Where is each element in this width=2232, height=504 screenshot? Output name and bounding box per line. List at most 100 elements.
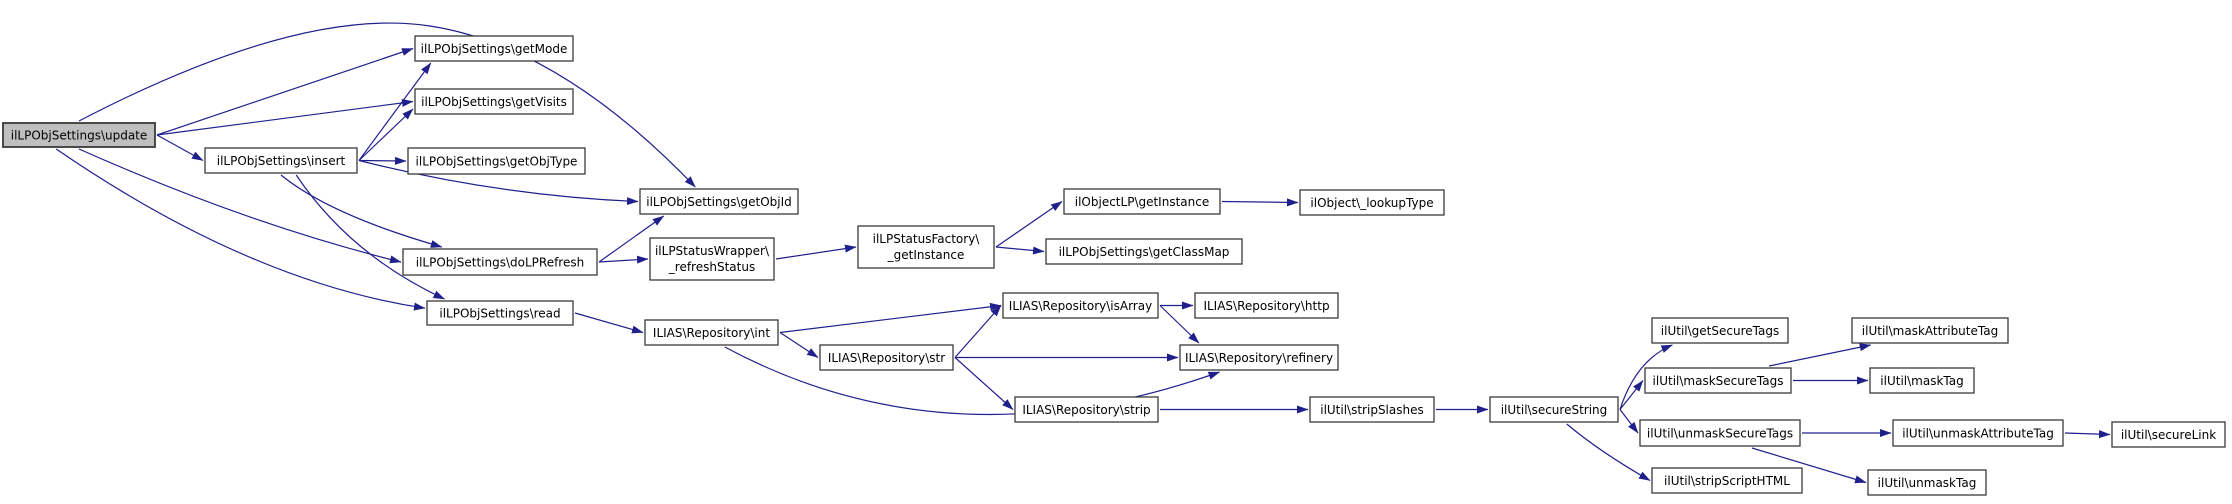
graph-edge-update-get_visits	[156, 98, 414, 136]
graph-node-repo_str[interactable]: ILIAS\Repository\str	[819, 344, 954, 371]
graph-node-box	[1489, 396, 1619, 423]
graph-node-label: ilUtil\unmaskSecureTags	[1647, 427, 1793, 441]
graph-node-update[interactable]: ilLPObjSettings\update	[2, 122, 156, 148]
graph-node-label: ilUtil\unmaskTag	[1878, 476, 1977, 490]
graph-node-box	[1014, 396, 1159, 423]
graph-node-label: ilUtil\unmaskAttributeTag	[1902, 427, 2054, 441]
graph-node-get_visits[interactable]: ilLPObjSettings\getVisits	[414, 88, 574, 115]
graph-node-label: ilLPObjSettings\getClassMap	[1059, 245, 1230, 259]
graph-node-label-line: ilLPStatusWrapper\	[655, 244, 770, 258]
graph-node-box	[204, 147, 358, 174]
graph-edge-factory_get_instance-get_class_map	[995, 246, 1045, 255]
graph-edge-update-do_lp_refresh	[78, 148, 402, 264]
graph-edge-update-insert	[156, 134, 204, 162]
graph-node-box	[1644, 367, 1792, 394]
graph-edge-repo_int-repo_refinery	[724, 346, 1220, 416]
graph-node-repo_http[interactable]: ILIAS\Repository\http	[1194, 292, 1339, 319]
graph-node-label: ilLPObjSettings\doLPRefresh	[416, 256, 584, 270]
graph-node-box	[426, 300, 574, 326]
graph-node-box	[1651, 467, 1803, 494]
graph-edge-unmask_secure_tags-unmask_tag	[1751, 447, 1867, 484]
graph-node-label: ILIAS\Repository\http	[1203, 299, 1329, 313]
graph-node-label: ilObject\_lookupType	[1310, 196, 1433, 210]
graph-node-label: ILIAS\Repository\int	[653, 326, 770, 340]
graph-node-box	[407, 147, 586, 175]
graph-node-box	[1851, 317, 2009, 344]
graph-edge-insert-do_lp_refresh	[280, 174, 443, 248]
graph-node-unmask_attribute_tag[interactable]: ilUtil\unmaskAttributeTag	[1892, 419, 2064, 447]
graph-node-do_lp_refresh[interactable]: ilLPObjSettings\doLPRefresh	[402, 248, 598, 276]
graph-node-read[interactable]: ilLPObjSettings\read	[426, 300, 574, 326]
graph-node-get_mode[interactable]: ilLPObjSettings\getMode	[414, 35, 574, 62]
graph-node-box	[1179, 344, 1339, 371]
graph-node-objectlp_get_instance[interactable]: ilObjectLP\getInstance	[1063, 188, 1221, 215]
graph-node-unmask_tag[interactable]: ilUtil\unmaskTag	[1867, 469, 1987, 496]
graph-node-label: ilLPObjSettings\getVisits	[421, 95, 567, 109]
graph-node-box	[819, 344, 954, 371]
graph-node-label: ilLPObjSettings\getObjType	[416, 155, 578, 169]
graph-edge-secure_string-get_secure_tags	[1619, 344, 1673, 410]
graph-node-label-line: ilLPStatusFactory\	[873, 232, 981, 246]
graph-node-label: ilLPObjSettings\update	[11, 129, 148, 143]
graph-edge-read-repo_int	[574, 312, 644, 334]
graph-edge-secure_string-mask_secure_tags	[1619, 380, 1644, 410]
graph-node-label-line: _refreshStatus	[668, 260, 755, 274]
graph-edge-repo_str-repo_strip	[954, 357, 1014, 410]
graph-node-label: ilUtil\stripSlashes	[1320, 403, 1424, 417]
graph-node-secure_string[interactable]: ilUtil\secureString	[1489, 396, 1619, 423]
graph-node-label-line: _getInstance	[887, 248, 965, 262]
graph-node-get_secure_tags[interactable]: ilUtil\getSecureTags	[1651, 317, 1789, 344]
graph-node-label: ilUtil\stripScriptHTML	[1664, 474, 1790, 488]
graph-node-box	[1639, 419, 1801, 447]
graph-node-mask_secure_tags[interactable]: ilUtil\maskSecureTags	[1644, 367, 1792, 394]
graph-node-label: ILIAS\Repository\isArray	[1009, 299, 1152, 313]
graph-node-repo_refinery[interactable]: ILIAS\Repository\refinery	[1179, 344, 1339, 371]
graph-node-insert[interactable]: ilLPObjSettings\insert	[204, 147, 358, 174]
graph-node-get_class_map[interactable]: ilLPObjSettings\getClassMap	[1045, 238, 1243, 265]
graph-node-repo_strip[interactable]: ILIAS\Repository\strip	[1014, 396, 1159, 423]
graph-node-get_obj_id[interactable]: ilLPObjSettings\getObjId	[639, 188, 799, 215]
graph-node-repo_is_array[interactable]: ILIAS\Repository\isArray	[1002, 292, 1159, 319]
graph-node-box	[2111, 421, 2226, 448]
graph-node-label: ilUtil\maskTag	[1880, 374, 1963, 388]
graph-edge-repo_int-repo_is_array	[779, 302, 1002, 334]
graph-node-secure_link[interactable]: ilUtil\secureLink	[2111, 421, 2226, 448]
graph-edge-update-read	[55, 148, 426, 311]
graph-node-label: ilLPObjSettings\insert	[217, 154, 346, 168]
graph-node-label: ilUtil\maskSecureTags	[1653, 374, 1784, 388]
graph-node-lookup_type[interactable]: ilObject\_lookupType	[1299, 189, 1445, 216]
graph-edge-repo_is_array-repo_refinery	[1159, 305, 1200, 344]
graph-node-label: ilUtil\getSecureTags	[1661, 324, 1779, 338]
graph-node-get_obj_type[interactable]: ilLPObjSettings\getObjType	[407, 147, 586, 175]
edge-layer	[55, 22, 2111, 484]
graph-node-box	[1309, 396, 1435, 423]
graph-edge-secure_string-strip_script_html	[1566, 423, 1651, 482]
graph-node-label: ILIAS\Repository\refinery	[1185, 351, 1333, 365]
graph-edge-update-get_obj_id	[78, 22, 696, 188]
graph-node-box	[1869, 367, 1975, 394]
graph-node-mask_attribute_tag[interactable]: ilUtil\maskAttributeTag	[1851, 317, 2009, 344]
graph-edge-update-get_mode	[156, 47, 414, 136]
graph-node-box	[649, 237, 775, 281]
graph-edge-insert-read	[295, 174, 445, 300]
graph-node-label: ILIAS\Repository\strip	[1022, 403, 1150, 417]
graph-node-refresh_status[interactable]: ilLPStatusWrapper\ _refreshStatus	[649, 237, 775, 281]
graph-node-label: ilLPObjSettings\getMode	[421, 42, 568, 56]
graph-node-box	[1045, 238, 1243, 265]
graph-node-label: ilUtil\secureLink	[2121, 428, 2216, 442]
graph-node-strip_slashes[interactable]: ilUtil\stripSlashes	[1309, 396, 1435, 423]
graph-edge-secure_string-unmask_secure_tags	[1619, 409, 1639, 434]
graph-node-factory_get_instance[interactable]: ilLPStatusFactory\ _getInstance	[857, 225, 995, 269]
graph-node-strip_script_html[interactable]: ilUtil\stripScriptHTML	[1651, 467, 1803, 494]
graph-node-label: ilObjectLP\getInstance	[1075, 195, 1209, 209]
graph-edge-insert-get_mode	[358, 62, 432, 161]
graph-node-box	[857, 225, 995, 269]
graph-node-repo_int[interactable]: ILIAS\Repository\int	[644, 319, 779, 346]
graph-edge-factory_get_instance-objectlp_get_instance	[995, 201, 1063, 248]
graph-node-box	[1194, 292, 1339, 319]
graph-edge-repo_str-repo_is_array	[954, 305, 1002, 358]
graph-node-mask_tag[interactable]: ilUtil\maskTag	[1869, 367, 1975, 394]
graph-node-unmask_secure_tags[interactable]: ilUtil\unmaskSecureTags	[1639, 419, 1801, 447]
